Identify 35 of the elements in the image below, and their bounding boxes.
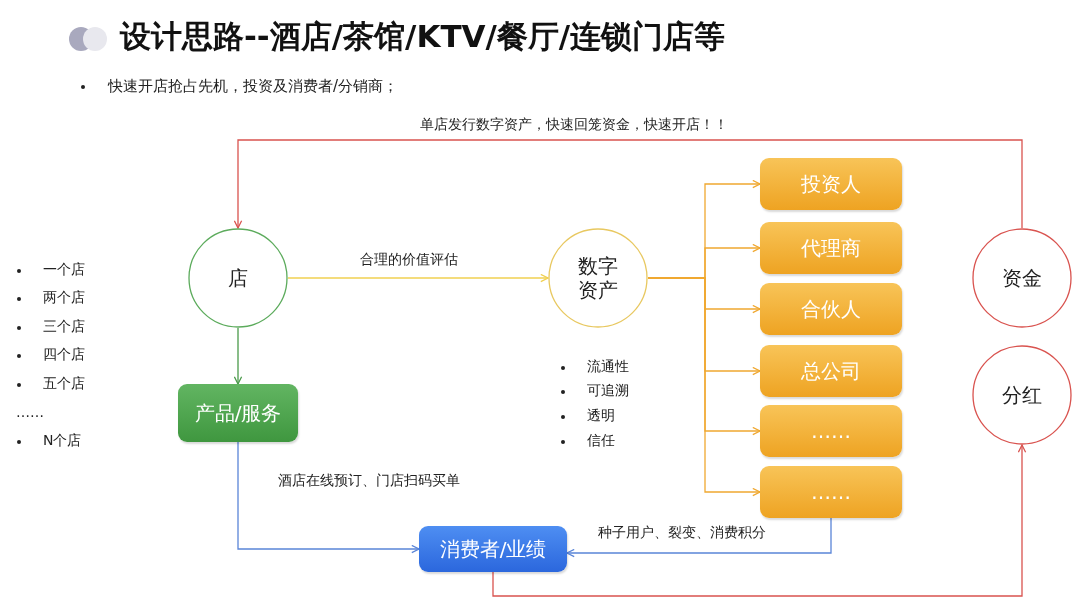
bullet-item: 信任 (560, 432, 615, 450)
bullet-item: 透明 (560, 407, 615, 425)
process-box: …… (760, 466, 902, 518)
edge-label: 酒店在线预订、门店扫码买单 (276, 472, 462, 490)
bullet-item: 一个店 (16, 261, 85, 279)
process-box: 投资人 (760, 158, 902, 210)
node-circle: 店 (188, 228, 288, 328)
arrow (233, 139, 1023, 229)
process-box: 消费者/业绩 (419, 526, 567, 572)
bullet-item: 四个店 (16, 346, 85, 364)
title: 设计思路--酒店/茶馆/KTV/餐厅/连锁门店等 (120, 17, 726, 56)
node-circle: 分红 (972, 345, 1072, 445)
process-box: 产品/服务 (178, 384, 298, 442)
arrow (237, 441, 420, 554)
edge-label: 种子用户、裂变、消费积分 (596, 524, 768, 542)
process-box: 总公司 (760, 345, 902, 397)
bullet-item: 两个店 (16, 289, 85, 307)
node-circle: 资金 (972, 228, 1072, 328)
arrow (492, 444, 1027, 597)
process-box: 代理商 (760, 222, 902, 274)
arrow (287, 273, 549, 283)
bullet-item: 五个店 (16, 375, 85, 393)
text: …… (16, 404, 44, 420)
process-box: 合伙人 (760, 283, 902, 335)
bullet-item: 流通性 (560, 358, 629, 376)
bullet-item: 可追溯 (560, 382, 629, 400)
arrow (566, 517, 832, 558)
bullet-item: 三个店 (16, 318, 85, 336)
edge-label: 合理的价值评估 (358, 251, 460, 269)
bullet-item: N个店 (16, 432, 82, 450)
arrow (647, 277, 761, 497)
bullet-item: 快速开店抢占先机，投资及消费者/分销商； (80, 77, 399, 96)
node-circle: 数字资产 (548, 228, 648, 328)
process-box: …… (760, 405, 902, 457)
arrow (233, 327, 243, 385)
